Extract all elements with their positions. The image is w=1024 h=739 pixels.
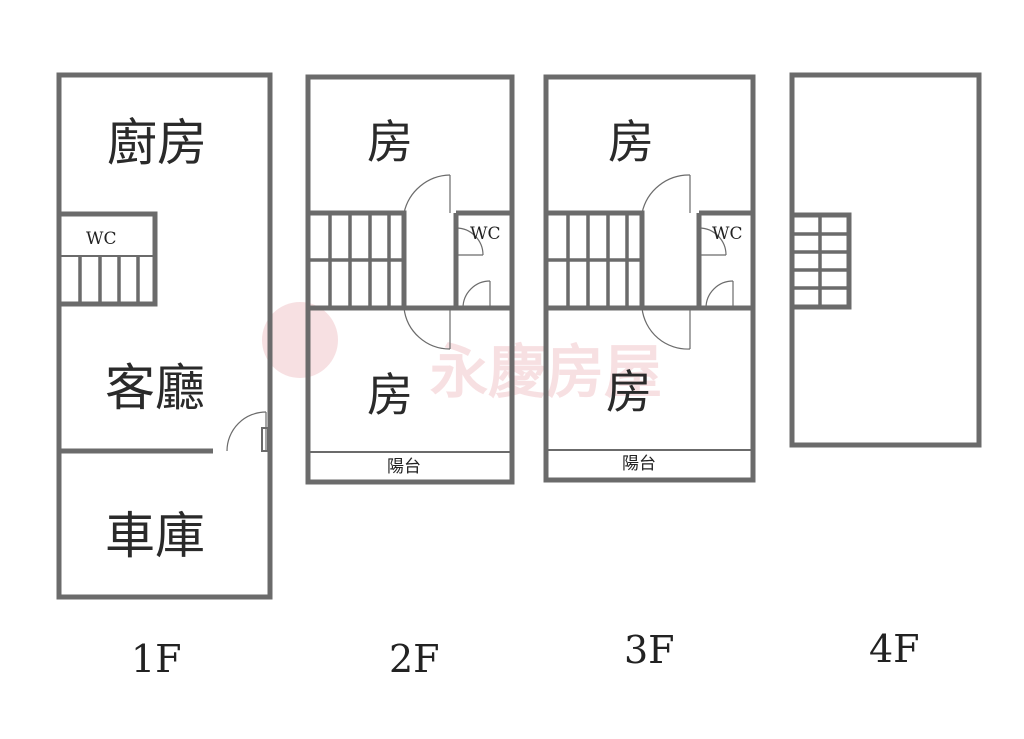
room-kitchen: 廚房: [107, 114, 207, 172]
room-bedroom-top: 房: [367, 115, 413, 169]
floor-1f-wc-stair-block: [56, 211, 158, 307]
floor-3f-doors: [641, 174, 734, 350]
room-bedroom-bottom: 房: [367, 368, 413, 422]
floor-2f-stairs: [308, 213, 404, 308]
room-bedroom-bottom: 房: [606, 365, 652, 419]
room-wc: WC: [712, 224, 742, 244]
floor-1f: 廚房 WC 客廳 車庫 1F: [56, 72, 273, 681]
floor-label-4f: 4F: [869, 627, 920, 671]
floor-4f: 4F: [789, 72, 982, 671]
room-wc: WC: [86, 229, 116, 249]
room-balcony: 陽台: [622, 454, 656, 474]
room-living: 客廳: [105, 359, 205, 417]
floor-2f-doors: [403, 174, 491, 350]
floor-3f: 房 WC 房 陽台 3F: [543, 74, 756, 672]
floor-1f-door: [226, 411, 269, 452]
room-balcony: 陽台: [387, 457, 421, 477]
floor-1f-outline: [56, 72, 273, 600]
room-bedroom-top: 房: [608, 115, 654, 169]
floor-3f-stairs: [546, 213, 642, 308]
floor-label-2f: 2F: [389, 637, 440, 681]
watermark-logo-icon: [262, 302, 338, 378]
floor-4f-stairs: [792, 215, 849, 307]
floor-label-3f: 3F: [624, 628, 675, 672]
room-wc: WC: [470, 224, 500, 244]
floor-1f-stairs: [78, 256, 140, 304]
floor-label-1f: 1F: [131, 637, 182, 681]
room-garage: 車庫: [105, 507, 205, 565]
watermark: 永慶房屋: [262, 302, 662, 406]
floor-2f: 房 WC 房 陽台 2F: [305, 74, 515, 681]
